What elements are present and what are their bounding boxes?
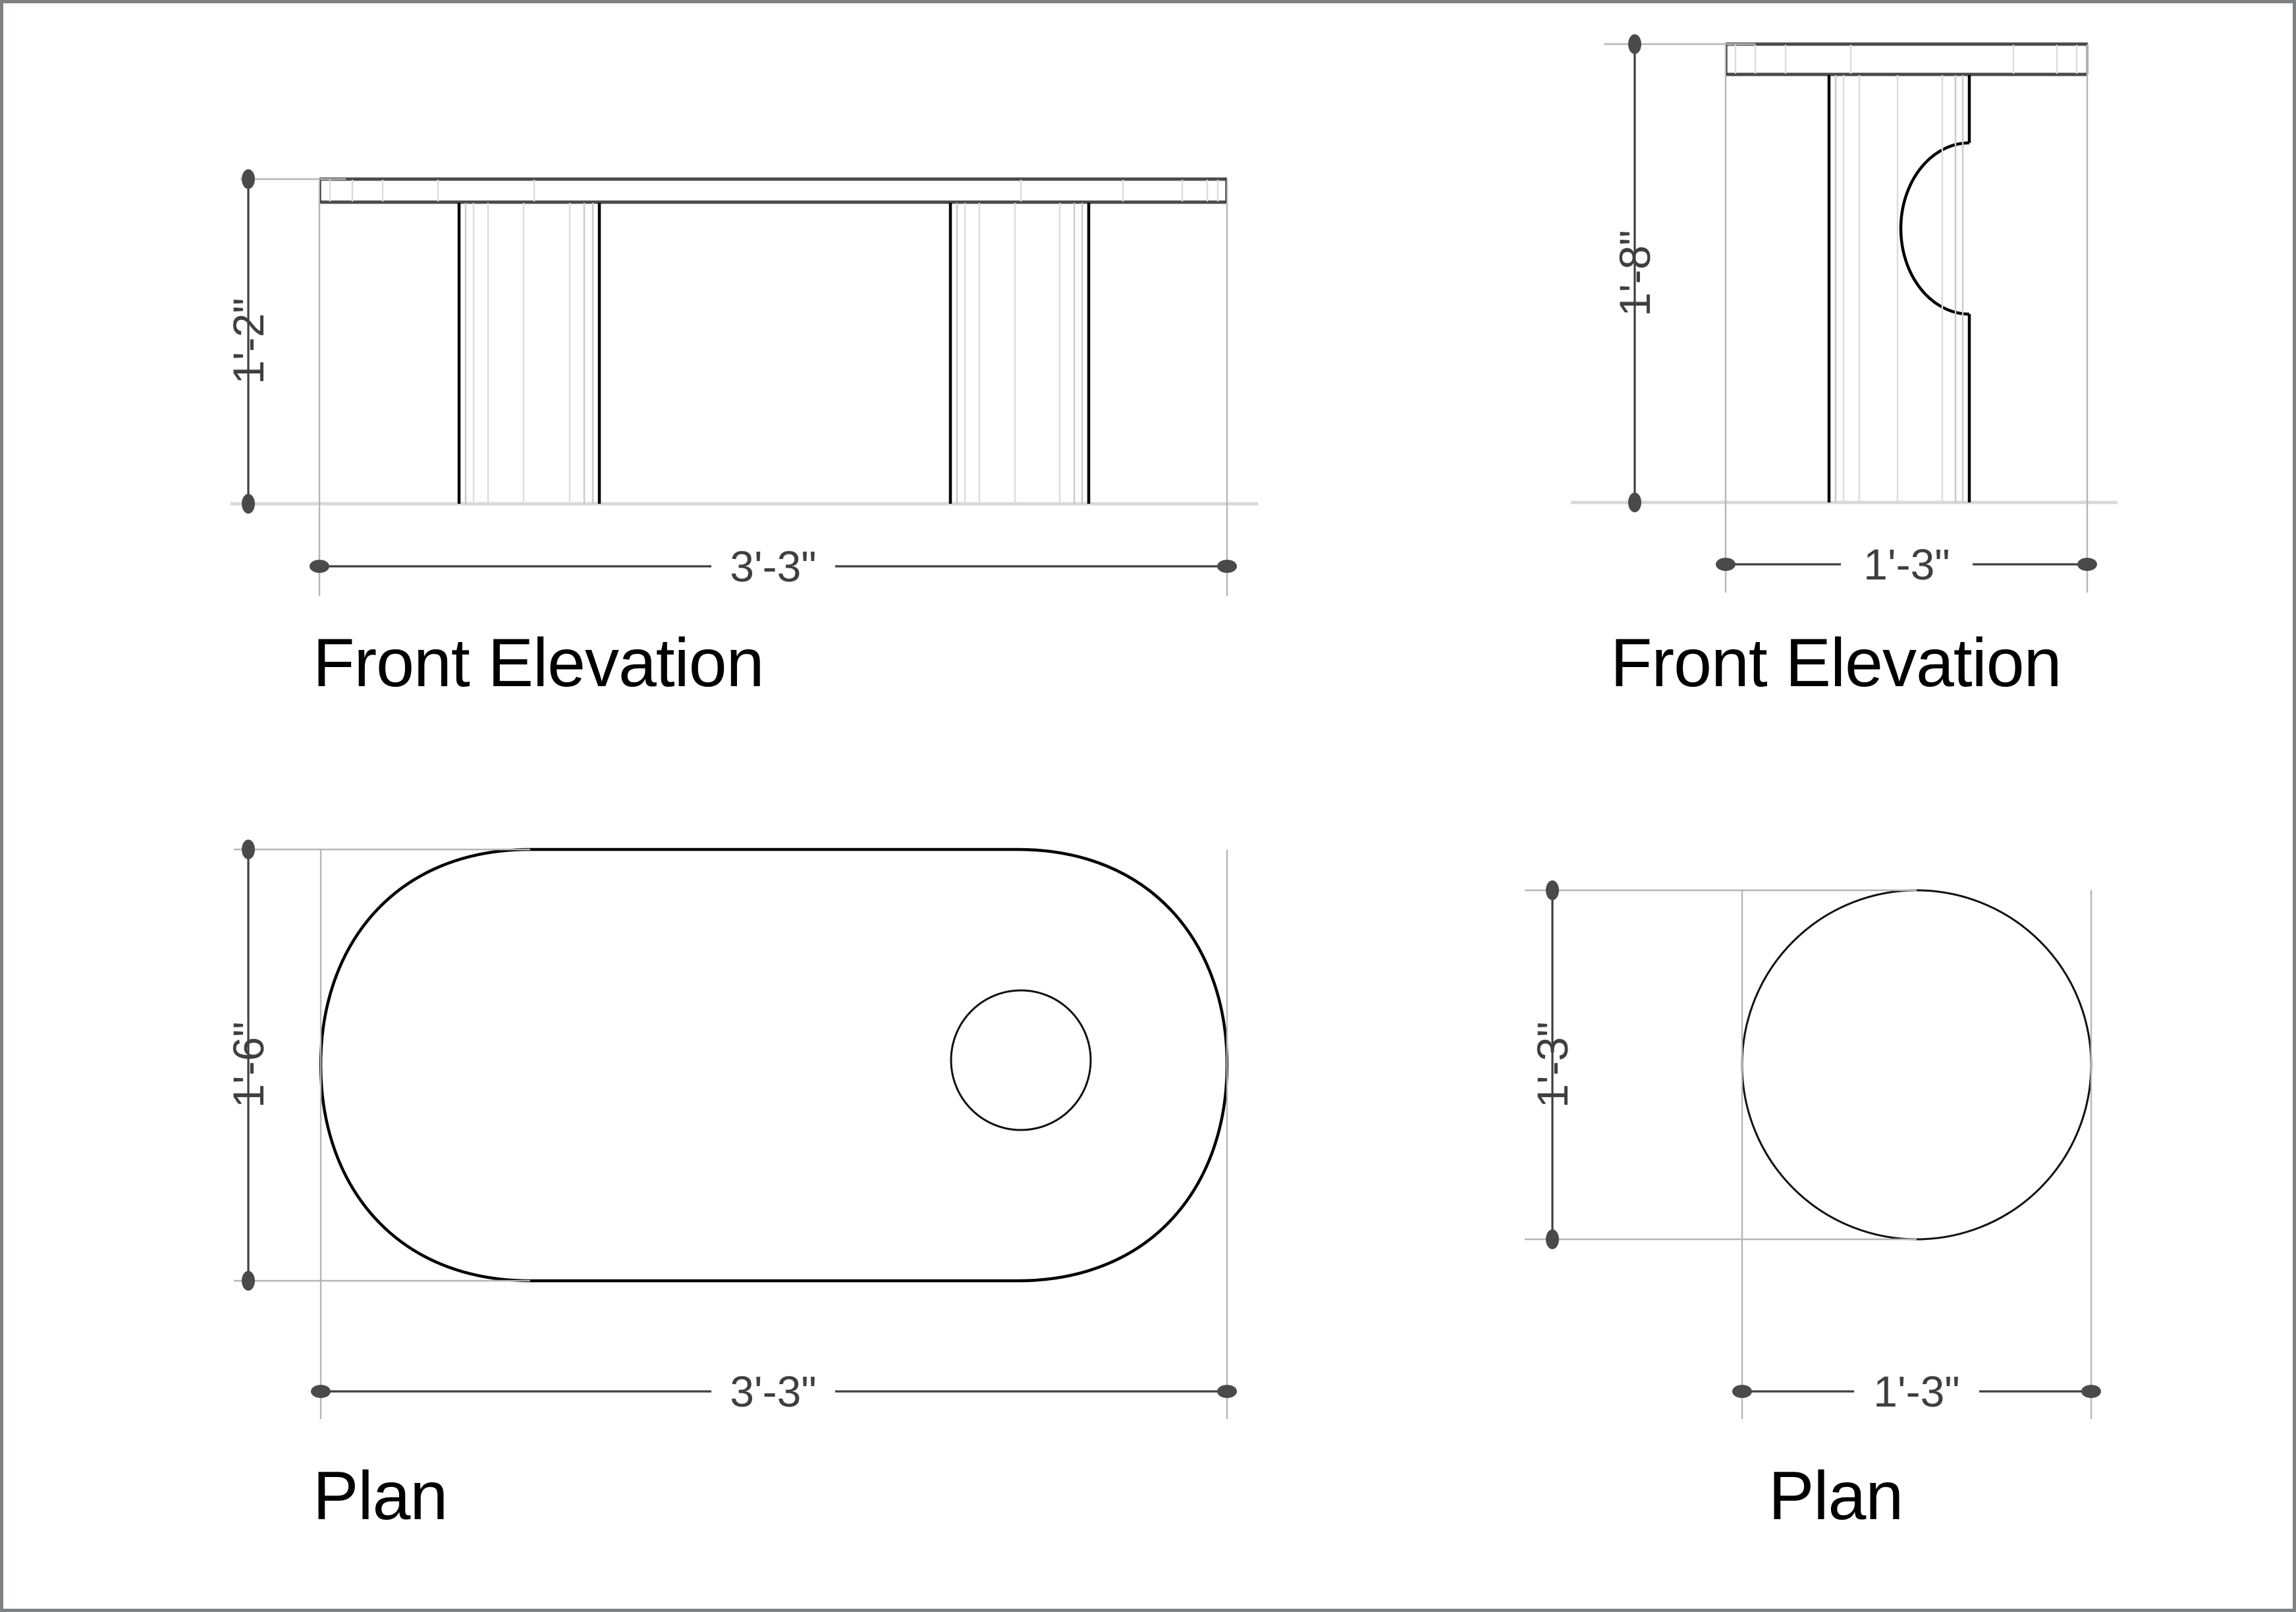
dimension-text-fe-right-width: 1'-3" bbox=[1863, 540, 1950, 589]
view-front-elevation-right: 1'-8" 1'-3" bbox=[1571, 34, 2118, 593]
witness-lines-plan-right bbox=[1525, 889, 2092, 1419]
witness-lines-fe-left bbox=[240, 178, 1228, 596]
view-title-plan-right: Plan bbox=[1768, 1458, 1903, 1534]
pedestal-left bbox=[457, 203, 601, 504]
dimension-fe-right-width: 1'-3" bbox=[1716, 538, 2097, 591]
plan-outline-right bbox=[1741, 889, 2092, 1241]
view-plan-left: 1'-6" 3'-3" bbox=[224, 840, 1237, 1419]
plan-outline-left bbox=[319, 847, 1229, 1283]
table-top-slab-right bbox=[1725, 42, 2089, 76]
witness-lines-fe-right bbox=[1604, 43, 2089, 593]
dimension-plan-right-width: 1'-3" bbox=[1732, 1365, 2101, 1418]
dimension-text-plan-left-width: 3'-3" bbox=[730, 1367, 816, 1416]
dimension-text-plan-right-height: 1'-3" bbox=[1528, 1021, 1577, 1108]
dimension-fe-left-width: 3'-3" bbox=[310, 540, 1237, 593]
dimension-plan-left-width: 3'-3" bbox=[311, 1365, 1237, 1418]
pedestal-right bbox=[948, 203, 1091, 504]
dimension-fe-right-height: 1'-8" bbox=[1610, 34, 1659, 512]
table-top-slab bbox=[319, 177, 1228, 204]
dimension-plan-left-height: 1'-6" bbox=[224, 840, 273, 1291]
view-front-elevation-left: 1'-2" 3'-3" bbox=[224, 169, 1258, 596]
dimension-plan-right-height: 1'-3" bbox=[1528, 880, 1577, 1249]
view-plan-right: 1'-3" 1'-3" bbox=[1525, 880, 2101, 1419]
dimension-text-plan-right-width: 1'-3" bbox=[1873, 1367, 1959, 1416]
dimension-text-plan-left-height: 1'-6" bbox=[224, 1021, 273, 1108]
dimension-text-fe-left-width: 3'-3" bbox=[730, 542, 816, 591]
view-title-front-elevation-right: Front Elevation bbox=[1610, 625, 2062, 701]
drawing-canvas: .obj { fill:none; stroke:#000000; stroke… bbox=[224, 34, 2118, 1419]
dimension-text-fe-right-height: 1'-8" bbox=[1610, 230, 1659, 316]
witness-lines-plan-left bbox=[234, 848, 1228, 1419]
dimension-fe-left-height: 1'-2" bbox=[224, 169, 273, 514]
pedestal-notched bbox=[1827, 75, 1971, 502]
dimension-text-fe-left-height: 1'-2" bbox=[224, 298, 273, 384]
view-title-plan-left: Plan bbox=[313, 1458, 448, 1534]
plan-circle-pedestal-left bbox=[950, 989, 1092, 1131]
view-title-front-elevation-left: Front Elevation bbox=[313, 625, 764, 701]
